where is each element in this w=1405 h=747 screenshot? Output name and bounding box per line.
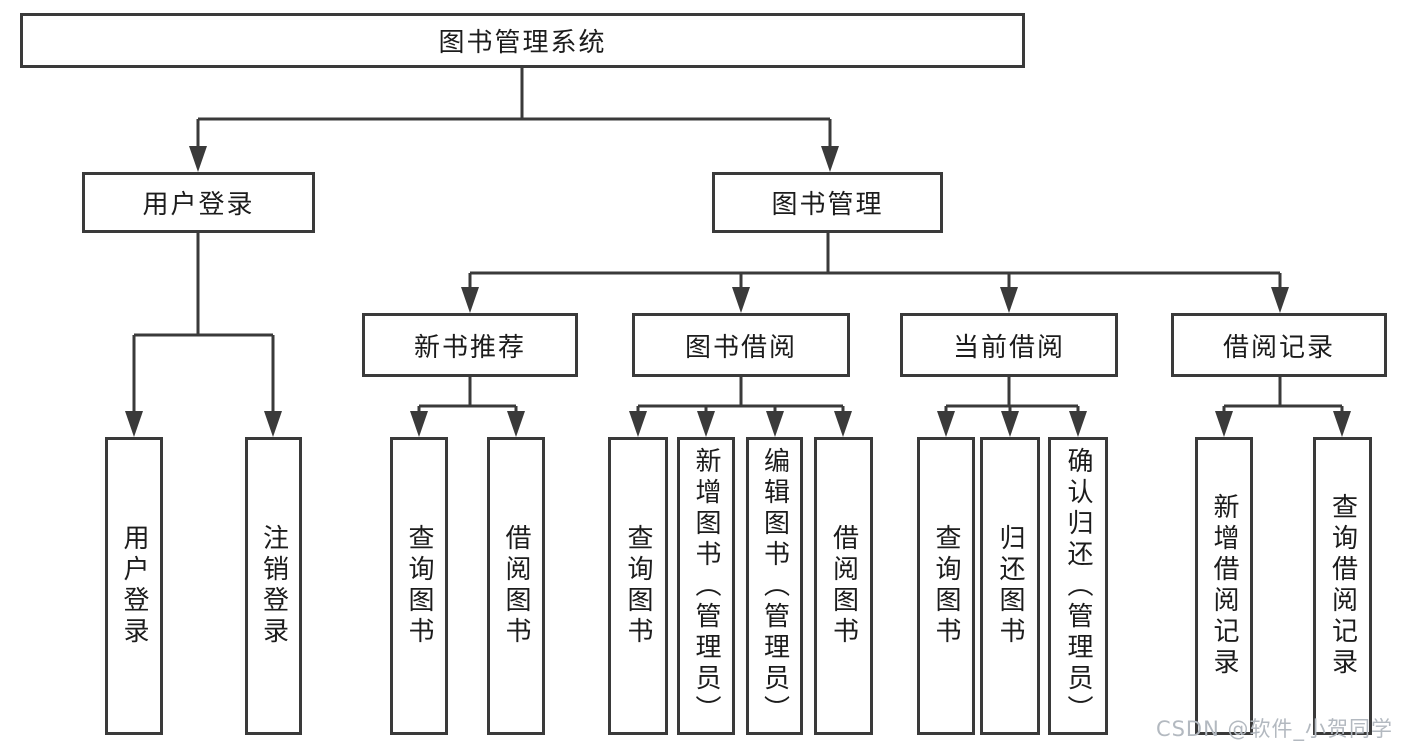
leaf-logout: 注销登录 xyxy=(245,437,302,735)
leaf-br-query-record: 查询借阅记录 xyxy=(1313,437,1372,735)
node-book-management: 图书管理 xyxy=(712,172,943,233)
leaf-bb-add-books-admin: 新增图书（管理员） xyxy=(677,437,735,735)
leaf-bb-borrow-books: 借阅图书 xyxy=(814,437,873,735)
csdn-watermark: CSDN @软件_小贺同学 xyxy=(1155,717,1393,741)
leaf-cb-confirm-return-admin: 确认归还（管理员） xyxy=(1048,437,1108,735)
node-root-system: 图书管理系统 xyxy=(20,13,1025,68)
node-book-borrowing: 图书借阅 xyxy=(632,313,850,377)
node-current-borrowing: 当前借阅 xyxy=(900,313,1118,377)
leaf-br-add-record: 新增借阅记录 xyxy=(1195,437,1253,735)
connector-strokes xyxy=(132,68,1344,433)
leaf-cb-query-books: 查询图书 xyxy=(917,437,975,735)
node-borrowing-records: 借阅记录 xyxy=(1171,313,1387,377)
leaf-rec-query-books: 查询图书 xyxy=(390,437,448,735)
leaf-bb-query-books: 查询图书 xyxy=(608,437,668,735)
node-user-login: 用户登录 xyxy=(82,172,315,233)
leaf-rec-borrow-books: 借阅图书 xyxy=(487,437,545,735)
leaf-bb-edit-books-admin: 编辑图书（管理员） xyxy=(746,437,803,735)
leaf-cb-return-books: 归还图书 xyxy=(980,437,1040,735)
leaf-user-login: 用户登录 xyxy=(105,437,163,735)
node-new-book-recommend: 新书推荐 xyxy=(362,313,578,377)
arrowheads xyxy=(125,146,1351,437)
